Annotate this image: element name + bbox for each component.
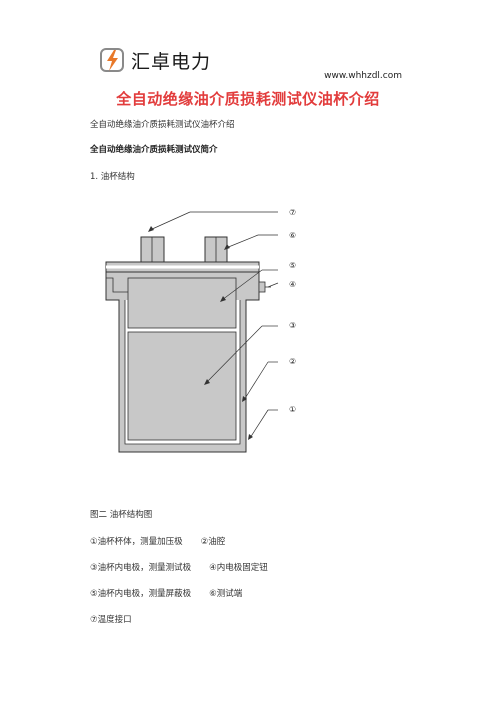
section-heading-oil-cup-structure: 1. 油杯结构 (90, 172, 135, 182)
legend-item: ③油杯内电极，测量测试极 (90, 563, 192, 573)
legend-row: ①油杯杯体，测量加压极 ②油腔 (90, 535, 225, 547)
callout-5: ⑤ (289, 261, 296, 270)
legend-item: ①油杯杯体，测量加压极 (90, 537, 183, 547)
callout-2: ② (289, 357, 296, 366)
callout-1: ① (289, 405, 296, 414)
legend-row: ⑦温度接口 (90, 613, 132, 625)
callout-7: ⑦ (289, 208, 296, 217)
legend-row: ③油杯内电极，测量测试极 ④内电极固定钮 (90, 561, 268, 573)
fixing-knob (258, 281, 266, 293)
figure-caption: 图二 油杯结构图 (90, 510, 153, 520)
legend-item: ②油腔 (200, 537, 226, 547)
callout-4: ④ (289, 280, 296, 289)
section-title: 全自动绝缘油介质损耗测试仪简介 (90, 145, 218, 155)
inner-electrode-measure (127, 331, 237, 441)
inner-electrode-shield (127, 277, 237, 329)
website-url[interactable]: www.whhzdl.com (324, 71, 402, 81)
brand-name: 汇卓电力 (131, 50, 212, 73)
callout-6: ⑥ (289, 231, 296, 240)
lightning-logo-icon (100, 48, 124, 72)
page-title: 全自动绝缘油介质损耗测试仪油杯介绍 (116, 90, 380, 108)
legend-row: ⑤油杯内电极，测量屏蔽极 ⑥测试端 (90, 587, 242, 599)
legend-item: ⑦温度接口 (90, 615, 132, 625)
terminal-left (140, 236, 165, 263)
legend-item: ④内电极固定钮 (209, 563, 268, 573)
company-logo: 汇卓电力 (99, 44, 229, 76)
callout-3: ③ (289, 321, 296, 330)
legend-item: ⑥测试端 (209, 589, 243, 599)
legend-item: ⑤油杯内电极，测量屏蔽极 (90, 589, 192, 599)
subtitle: 全自动绝缘油介质损耗测试仪油杯介绍 (90, 120, 235, 130)
